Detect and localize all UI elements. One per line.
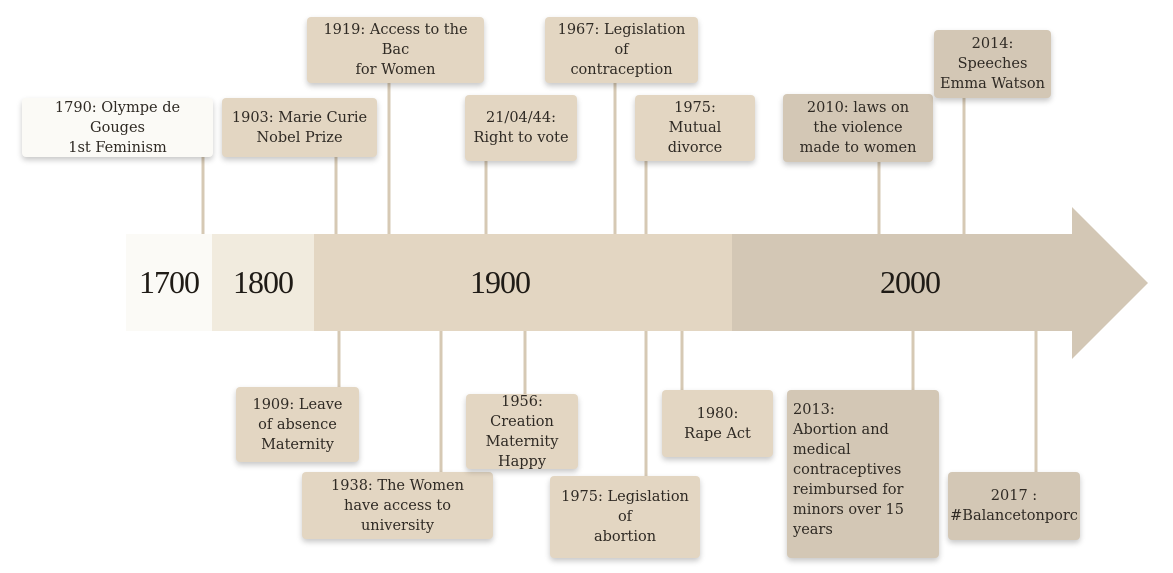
- era-band-2000: [732, 234, 1074, 331]
- event-box-2017: 2017 : #Balancetonporc: [948, 472, 1080, 540]
- event-box-1956: 1956: Creation Maternity Happy: [466, 394, 578, 470]
- event-box-1919: 1919: Access to the Bac for Women: [307, 17, 484, 83]
- era-label-2000: 2000: [880, 264, 941, 300]
- timeline-arrow: [126, 207, 1148, 359]
- event-box-2014: 2014: Speeches Emma Watson: [934, 30, 1051, 98]
- era-label-1900: 1900: [470, 264, 531, 300]
- event-box-2010: 2010: laws on the violence made to women: [783, 94, 933, 162]
- event-box-1975-divorce: 1975: Mutual divorce: [635, 95, 755, 161]
- event-box-1909: 1909: Leave of absence Maternity: [236, 387, 359, 462]
- event-box-2013: 2013: Abortion and medical contraceptive…: [787, 390, 939, 558]
- arrow-head: [1072, 207, 1148, 359]
- era-band-1800: [212, 234, 314, 331]
- era-label-1700: 1700: [139, 264, 200, 300]
- event-box-1967: 1967: Legislation of contraception: [545, 17, 698, 83]
- event-box-1944: 21/04/44: Right to vote: [465, 95, 577, 161]
- event-box-1938: 1938: The Women have access to universit…: [302, 472, 493, 539]
- connector-lines: [201, 83, 1038, 476]
- era-band-1900: [314, 234, 732, 331]
- event-box-1790: 1790: Olympe de Gouges 1st Feminism: [22, 98, 213, 157]
- event-box-1975-abortion: 1975: Legislation of abortion: [550, 476, 700, 558]
- event-box-1980: 1980: Rape Act: [662, 390, 773, 457]
- event-box-1903: 1903: Marie Curie Nobel Prize: [222, 98, 377, 157]
- era-band-1700: [126, 234, 212, 331]
- era-label-1800: 1800: [233, 264, 294, 300]
